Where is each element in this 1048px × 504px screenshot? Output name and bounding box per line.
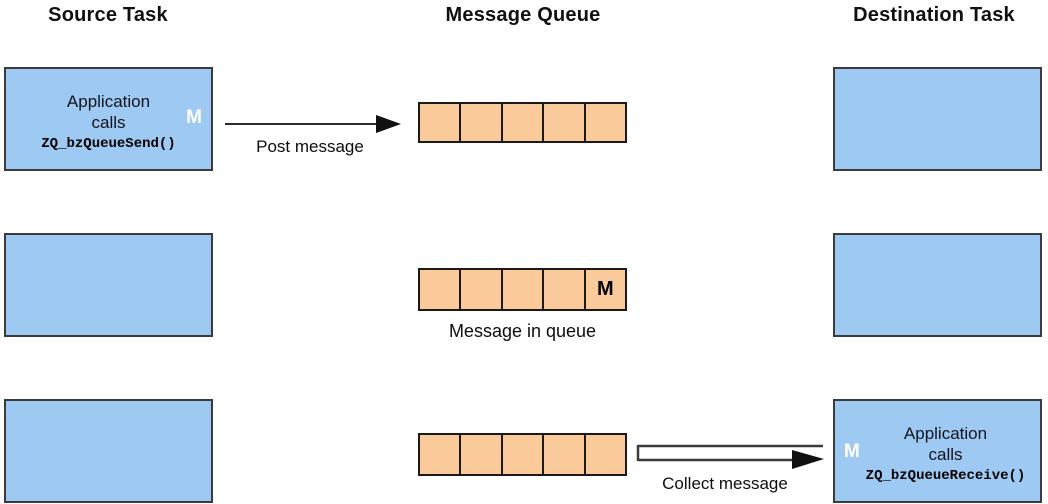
header-source-task: Source Task: [48, 4, 168, 26]
queue-cell: [420, 104, 460, 141]
header-message-queue: Message Queue: [445, 4, 601, 26]
message-queue-row1: [418, 102, 627, 143]
source-task-box-row1: Application calls ZQ_bzQueueSend() M: [4, 67, 213, 171]
message-marker: M: [186, 107, 202, 128]
queue-cell: [500, 270, 543, 309]
destination-task-box-row3: Application calls ZQ_bzQueueReceive() M: [833, 399, 1042, 503]
queue-cell: [500, 435, 543, 474]
app-calls-line1: Application: [66, 91, 151, 111]
message-marker: M: [596, 278, 614, 300]
source-task-text: Application calls ZQ_bzQueueSend(): [6, 69, 211, 169]
queue-cell: [459, 270, 501, 309]
queue-receive-function-label: ZQ_bzQueueReceive(): [865, 468, 1026, 485]
source-task-box-row3: [4, 399, 213, 503]
app-calls-line2: calls: [91, 113, 126, 132]
destination-task-box-row2: [833, 233, 1042, 337]
post-message-label: Post message: [256, 137, 364, 156]
collect-message-arrow-icon: [636, 444, 824, 469]
queue-cell: [542, 435, 584, 474]
message-in-queue-label: Message in queue: [448, 321, 597, 341]
queue-cell: [583, 435, 626, 474]
queue-cell: [542, 104, 584, 141]
collect-message-label: Collect message: [662, 474, 788, 493]
app-calls-line1: Application: [903, 423, 988, 443]
message-queue-row3: [418, 433, 627, 476]
queue-cell: [459, 435, 501, 474]
destination-task-box-row1: [833, 67, 1042, 171]
queue-send-function-label: ZQ_bzQueueSend(): [41, 136, 176, 153]
queue-cell: [420, 270, 460, 309]
queue-cell: [583, 104, 626, 141]
message-queue-row2: M: [418, 268, 627, 311]
source-task-box-row2: [4, 233, 213, 337]
header-destination-task: Destination Task: [853, 4, 1015, 26]
queue-cell: [500, 104, 543, 141]
message-marker: M: [844, 441, 860, 462]
queue-cell-with-message: M: [583, 270, 626, 309]
queue-cell: [459, 104, 501, 141]
app-calls-line2: calls: [928, 445, 963, 464]
queue-cell: [542, 270, 584, 309]
post-message-arrow-icon: [225, 115, 401, 133]
destination-task-text: Application calls ZQ_bzQueueReceive(): [835, 401, 1040, 501]
queue-cell: [420, 435, 460, 474]
